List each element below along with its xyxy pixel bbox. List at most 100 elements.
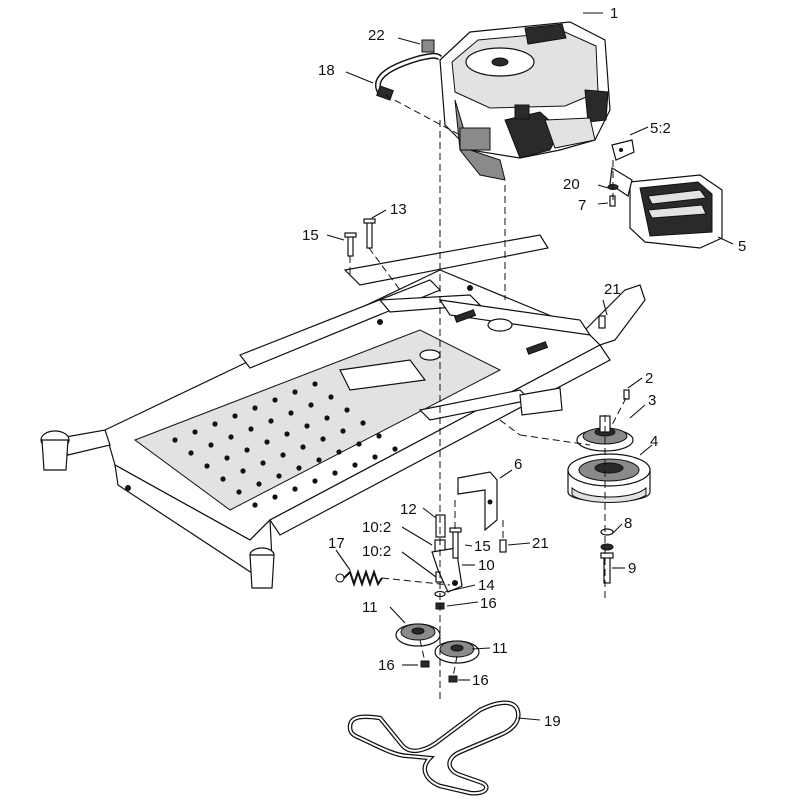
deck-hole [256,481,262,487]
deck-hole [392,446,398,452]
callout-14: 14 [478,577,495,594]
deck-hole [360,420,366,426]
callout-7: 7 [578,197,586,214]
deck-hole [228,434,234,440]
callout-21b: 21 [532,535,549,552]
callout-4: 4 [650,433,658,450]
callout-5-2: 5:2 [650,120,671,137]
spring-part-17 [335,568,383,588]
deck-hole [344,407,350,413]
callout-10: 10 [478,557,495,574]
callout-10-2b: 10:2 [362,543,391,560]
deck-hole [332,470,338,476]
deck-hole [260,460,266,466]
deck-hole [252,405,258,411]
callout-15b: 15 [474,538,491,555]
deck-hole [244,447,250,453]
deck-hole [304,423,310,429]
deck-hole [232,413,238,419]
callout-17: 17 [328,535,345,552]
deck-hole [268,418,274,424]
deck-hole [172,437,178,443]
deck-hole [272,494,278,500]
deck-hole [336,449,342,455]
idler-arm-part-10 [431,547,463,593]
deck-holes [172,381,398,508]
engine-part-1 [439,21,611,181]
deck-hole [276,473,282,479]
callout-3: 3 [648,392,656,409]
deck-hole [328,394,334,400]
electric-clutch-part-4 [567,453,651,503]
key-part-2 [623,389,630,400]
fitting-part-22 [421,39,435,53]
callout-21a: 21 [604,281,621,298]
callout-20: 20 [563,176,580,193]
callout-16b: 16 [378,657,395,674]
deck-hole [300,444,306,450]
callout-13: 13 [390,201,407,218]
deck-hole [288,410,294,416]
callout-19: 19 [544,713,561,730]
deck-hole [292,486,298,492]
callout-labels: 1 22 18 5:2 20 7 5 13 15 21 2 3 4 6 12 1… [302,5,746,730]
callout-1: 1 [610,5,618,22]
deck-hole [284,431,290,437]
deck-hole [236,489,242,495]
washer-part-8 [600,528,614,551]
deck-hole [292,389,298,395]
callout-22: 22 [368,27,385,44]
deck-hole [316,457,322,463]
deck-hole [240,468,246,474]
muffler-bracket-part-5-2 [611,139,635,161]
callout-16c: 16 [472,672,489,689]
deck-hole [208,442,214,448]
deck-hole [252,502,258,508]
idler-pulley-part-11a [395,623,441,647]
fuel-line-part-18 [374,52,443,101]
bracket-part-6 [457,471,498,532]
callout-11b: 11 [492,640,508,657]
idler-pulley-part-11b [434,640,480,664]
bolt-part-9 [600,552,614,584]
nut-part-16c [448,675,458,683]
deck-hole [352,462,358,468]
deck-hole [212,421,218,427]
deck-hole [356,441,362,447]
deck-hole [372,454,378,460]
nut-part-16b [420,660,430,668]
deck-hole [192,429,198,435]
deck-hole [224,455,230,461]
callout-9: 9 [628,560,636,577]
leader-lines [326,12,734,721]
deck-hole [188,450,194,456]
callout-16a: 16 [480,595,497,612]
deck-hole [308,402,314,408]
callout-11a: 11 [362,599,378,616]
deck-hole [320,436,326,442]
deck-hole [204,463,210,469]
callout-8: 8 [624,515,632,532]
callout-2: 2 [645,370,653,387]
deck-hole [312,478,318,484]
spacer-part-12 [435,514,446,538]
deck-hole [340,428,346,434]
assembly-lines [349,94,627,700]
bolt-part-15a [344,232,357,257]
callout-10-2a: 10:2 [362,519,391,536]
deck-hole [264,439,270,445]
bolt-part-13 [363,218,376,249]
bolt-part-21a [598,315,606,329]
deck-hole [376,433,382,439]
deck-hole [248,426,254,432]
deck-hole [312,381,318,387]
bolt-part-21b [499,539,507,553]
deck-hole [280,452,286,458]
callout-18: 18 [318,62,335,79]
drive-belt-part-19 [347,700,521,796]
deck-hole [296,465,302,471]
bolt-part-15b [449,527,462,559]
callout-15a: 15 [302,227,319,244]
deck-hole [220,476,226,482]
